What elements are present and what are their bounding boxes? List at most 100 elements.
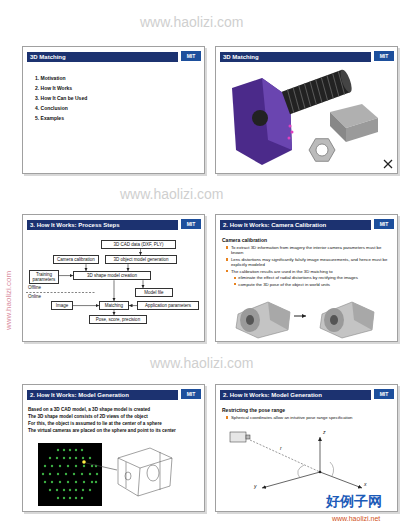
body-text: 1. Motivation — [35, 75, 66, 81]
process-box: Camera calibration — [53, 255, 99, 264]
calibration-photos — [320, 302, 374, 338]
pose-range-sketch — [298, 465, 304, 478]
slide-body: Restricting the pose rangeSpherical coor… — [222, 407, 391, 422]
calibration-photos — [268, 302, 290, 330]
bullet-text: Lens distortions may significantly falsi… — [231, 257, 391, 267]
body-text: The 3D shape model consists of 2D views … — [28, 414, 148, 420]
view-sphere — [75, 465, 77, 467]
logo-badge — [374, 389, 394, 399]
pose-range-sketch — [320, 437, 321, 472]
parts-photo — [282, 70, 350, 114]
view-sphere — [56, 489, 58, 491]
view-sphere — [63, 457, 65, 459]
view-sphere — [118, 448, 172, 496]
logo-text: MIT — [374, 51, 394, 61]
parts-photo — [346, 118, 378, 142]
view-sphere — [57, 449, 59, 451]
view-sphere — [49, 457, 51, 459]
view-sphere — [83, 465, 85, 467]
pose-range-sketch — [319, 471, 322, 474]
view-sphere — [67, 481, 69, 483]
view-sphere — [138, 468, 140, 496]
box-label: 3D CAD data (DXF, PLY) — [104, 242, 173, 247]
slide-panel: 3D Matching — [215, 46, 398, 174]
bullet-mark — [226, 258, 228, 260]
pose-range-sketch — [230, 432, 362, 488]
calibration-photos — [236, 302, 374, 338]
process-box: Image — [51, 301, 73, 310]
view-sphere — [75, 481, 77, 483]
parts-photo — [232, 78, 292, 165]
bullet-text: compute the 3D pose of the object in wor… — [238, 282, 330, 287]
process-box: 3D CAD data (DXF, PLY) — [101, 240, 176, 249]
logo-text: MIT — [374, 389, 394, 399]
process-box: Matching — [99, 301, 129, 310]
box-label: 3D object model generation — [108, 257, 174, 262]
view-sphere — [42, 449, 98, 499]
view-sphere — [51, 481, 53, 483]
box-label: 3D shape model creation — [76, 273, 148, 278]
view-sphere — [63, 497, 65, 499]
parts-photo — [384, 160, 392, 168]
parts-photo — [384, 160, 392, 168]
calibration-photos — [324, 308, 344, 332]
slide-backgrounds — [22, 46, 205, 174]
pose-range-sketch — [250, 440, 320, 472]
box-label: Pose, score, precision — [92, 317, 144, 322]
box-label: Camera calibration — [56, 257, 96, 262]
view-sphere — [82, 489, 84, 491]
text-line: 5. Examples — [35, 115, 192, 121]
site-logo: 好例子网 — [326, 493, 382, 510]
text-line: The 3D shape model consists of 2D views … — [28, 414, 199, 420]
parts-photo — [232, 68, 392, 168]
body-text: 4. Conclusion — [35, 105, 68, 111]
bullet-text: eliminate the effect of radial distortio… — [238, 275, 358, 280]
phase-label: Online — [28, 294, 41, 299]
view-sphere — [57, 497, 59, 499]
process-box: Model file — [135, 288, 173, 297]
parts-photo — [316, 144, 328, 156]
slide-body: 1. Motivation2. How It Works3. How It Ca… — [35, 75, 192, 125]
view-sphere — [42, 473, 44, 475]
phase-label: Offline — [28, 285, 41, 290]
box-label: Training parameters — [32, 272, 56, 282]
flow-arrow — [59, 275, 73, 276]
calibration-photos — [240, 308, 260, 332]
view-sphere — [69, 457, 71, 459]
slide-backgrounds — [22, 384, 205, 512]
view-sphere — [49, 489, 51, 491]
body-text: Restricting the pose range — [222, 407, 285, 413]
view-sphere — [73, 473, 75, 475]
parts-photo — [282, 68, 354, 114]
logo-badge — [181, 51, 201, 61]
body-text: For this, the object is assumed to lie a… — [28, 421, 162, 427]
slide-title: 2. How It Works: Model Generation — [27, 390, 178, 400]
body-text: Camera calibration — [222, 237, 267, 243]
view-sphere — [69, 497, 71, 499]
slide-panel: 3D Matching 1. Motivation2. How It Works3… — [22, 46, 205, 174]
flow-arrow — [73, 305, 99, 306]
slide-backgrounds — [22, 214, 205, 342]
slide-body: Based on a 3D CAD model, a 3D shape mode… — [28, 407, 199, 435]
box-label: Model file — [138, 290, 170, 295]
text-line: 3. How It Can be Used — [35, 95, 192, 101]
body-text: 5. Examples — [35, 115, 64, 121]
box-label: Application parameters — [140, 303, 196, 308]
view-sphere — [44, 465, 46, 467]
body-text: The virtual cameras are placed on the sp… — [28, 428, 176, 434]
bullet-mark — [234, 283, 236, 285]
parts-photo — [338, 68, 354, 93]
view-sphere — [56, 457, 58, 459]
slide-title: 3D Matching — [27, 52, 178, 62]
calibration-photos — [236, 302, 290, 338]
text-line: To extract 3D information from imagery t… — [222, 245, 391, 255]
parts-photo — [291, 131, 294, 134]
logo-text: MIT — [374, 219, 394, 229]
axis-label: z — [323, 429, 326, 435]
flow-arrow — [143, 280, 144, 288]
slide-panel: 2. How It Works: Model GenerationBased o… — [22, 384, 205, 512]
view-sphere — [63, 489, 65, 491]
view-sphere — [38, 443, 102, 506]
text-line: compute the 3D pose of the object in wor… — [222, 282, 391, 287]
